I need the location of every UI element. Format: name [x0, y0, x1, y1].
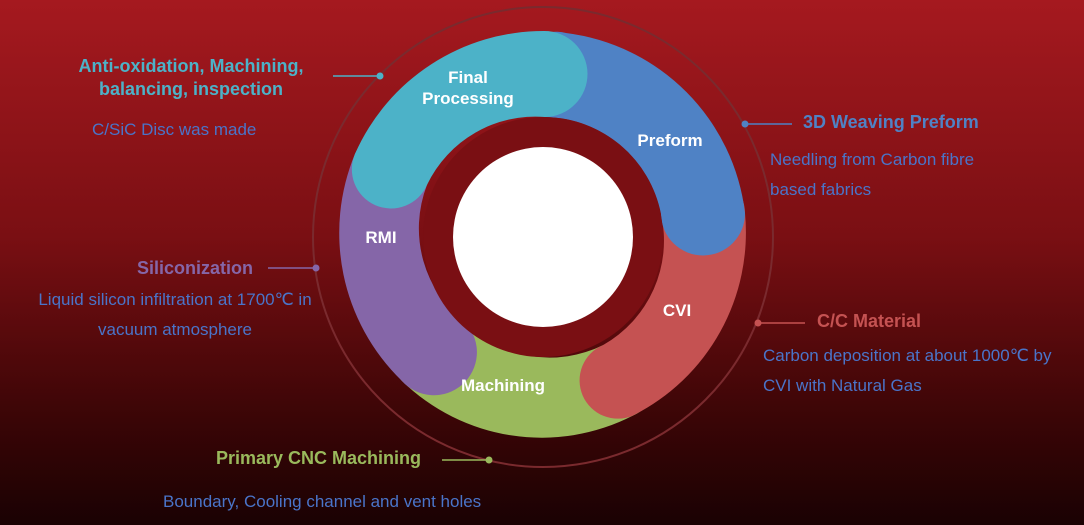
- connector-machining: [442, 456, 493, 464]
- annotation-rmi-desc: Liquid silicon infiltration at 1700℃ in …: [38, 290, 312, 339]
- connector-final-processing: [333, 72, 384, 80]
- label-preform: Preform: [637, 131, 702, 150]
- annotation-preform-desc: Needling from Carbon fibre based fabrics: [770, 150, 975, 199]
- center-circle: [453, 147, 633, 327]
- annotation-cvi-desc: Carbon deposition at about 1000℃ by CVI …: [763, 346, 1052, 395]
- annotation-preform-title: 3D Weaving Preform: [803, 112, 979, 132]
- annotation-final-processing-desc: C/SiC Disc was made: [92, 120, 257, 139]
- label-cvi: CVI: [663, 301, 691, 320]
- annotation-cvi-title: C/C Material: [817, 311, 922, 331]
- connector-cvi: [754, 319, 805, 327]
- annotation-machining-desc: Boundary, Cooling channel and vent holes: [163, 492, 482, 511]
- annotation-rmi-title: Siliconization: [137, 258, 254, 278]
- label-final-processing-line2: Processing: [422, 89, 514, 108]
- segment-final-processing: [351, 30, 588, 209]
- outer-ring: [312, 6, 774, 468]
- label-machining: Machining: [461, 376, 545, 395]
- connector-rmi: [268, 264, 320, 272]
- annotation-machining-title: Primary CNC Machining: [216, 448, 422, 468]
- connector-preform: [741, 120, 792, 128]
- label-final-processing-line1: Final: [448, 68, 488, 87]
- label-rmi: RMI: [365, 228, 396, 247]
- annotation-final-processing-title: Anti-oxidation, Machining, balancing, in…: [78, 56, 304, 99]
